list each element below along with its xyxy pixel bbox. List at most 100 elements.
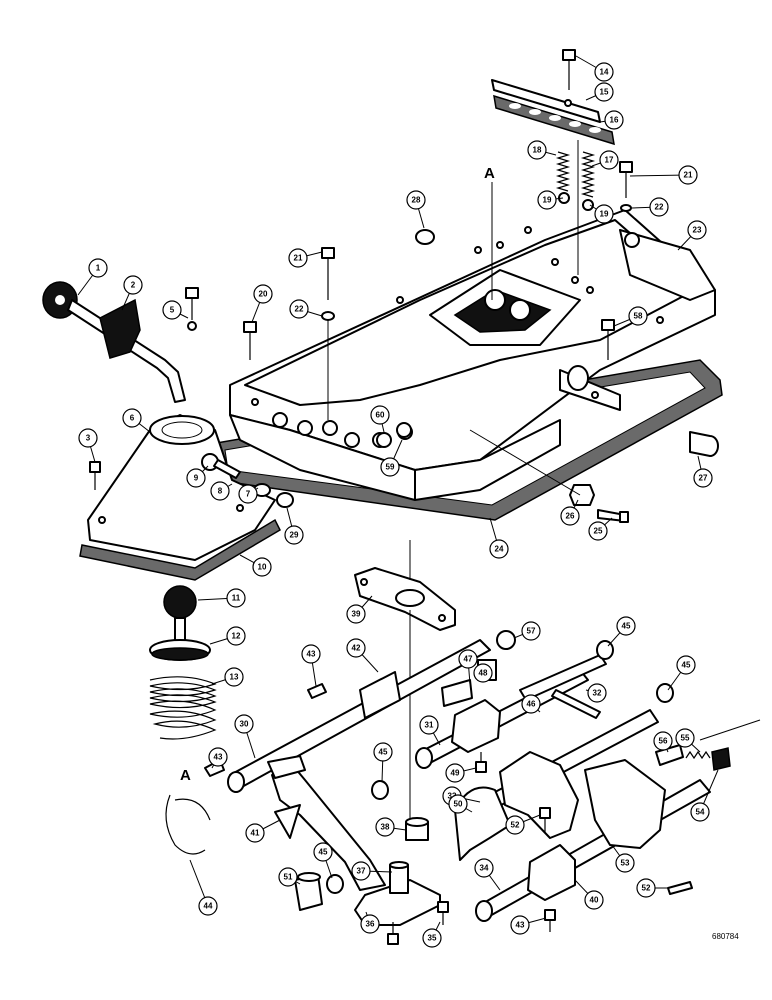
svg-text:44: 44 xyxy=(204,902,213,911)
svg-text:60: 60 xyxy=(376,411,385,420)
svg-text:14: 14 xyxy=(600,68,609,77)
callout-labels: 1235678910111213141516171819202122232425… xyxy=(77,55,719,948)
svg-text:34: 34 xyxy=(480,864,489,873)
callout-42: 42 xyxy=(346,638,379,673)
callout-53: 53 xyxy=(611,844,635,873)
svg-text:1: 1 xyxy=(96,264,101,273)
svg-text:56: 56 xyxy=(659,737,668,746)
svg-text:45: 45 xyxy=(682,661,691,670)
callout-12: 12 xyxy=(209,626,246,646)
callout-45-alt: 45 xyxy=(667,655,696,691)
svg-text:8: 8 xyxy=(218,487,223,496)
callout-14: 14 xyxy=(575,55,614,82)
svg-text:35: 35 xyxy=(428,934,437,943)
callout-57: 57 xyxy=(513,621,541,641)
svg-text:15: 15 xyxy=(600,88,609,97)
callout-16: 16 xyxy=(599,110,624,130)
svg-text:10: 10 xyxy=(258,563,267,572)
svg-text:28: 28 xyxy=(412,196,421,205)
svg-text:41: 41 xyxy=(251,829,260,838)
section-letter-a-top: A xyxy=(484,165,495,182)
callout-9: 9 xyxy=(186,465,209,488)
callout-35: 35 xyxy=(422,921,442,948)
svg-text:23: 23 xyxy=(693,226,702,235)
callout-17: 17 xyxy=(591,150,619,170)
svg-text:21: 21 xyxy=(294,254,303,263)
callout-26: 26 xyxy=(560,499,580,526)
section-letter-a-bottom: A xyxy=(180,767,191,784)
svg-text:40: 40 xyxy=(590,896,599,905)
callout-22: 22 xyxy=(631,197,669,217)
callout-21-alt: 21 xyxy=(288,248,323,268)
callout-43-alt: 43 xyxy=(208,747,228,769)
callout-28: 28 xyxy=(406,190,426,229)
svg-text:31: 31 xyxy=(425,721,434,730)
callout-10: 10 xyxy=(239,554,272,577)
svg-text:50: 50 xyxy=(454,800,463,809)
callout-43: 43 xyxy=(301,644,321,687)
callout-15: 15 xyxy=(585,82,614,102)
callout-1: 1 xyxy=(77,258,108,296)
svg-text:39: 39 xyxy=(352,610,361,619)
callout-39: 39 xyxy=(346,595,373,624)
svg-text:16: 16 xyxy=(610,116,619,125)
callout-30: 30 xyxy=(234,714,256,759)
callout-37: 37 xyxy=(351,861,393,881)
callout-43-alt: 43 xyxy=(510,915,547,935)
callout-58: 58 xyxy=(613,306,648,327)
callout-21: 21 xyxy=(629,165,698,185)
callout-36: 36 xyxy=(360,911,380,934)
callout-54: 54 xyxy=(690,769,719,822)
callout-31: 31 xyxy=(419,715,441,746)
callout-18: 18 xyxy=(527,140,557,160)
svg-text:27: 27 xyxy=(699,474,708,483)
svg-text:52: 52 xyxy=(642,884,651,893)
callout-48: 48 xyxy=(473,663,493,683)
svg-text:54: 54 xyxy=(696,808,705,817)
svg-text:30: 30 xyxy=(240,720,249,729)
svg-text:48: 48 xyxy=(479,669,488,678)
callout-7: 7 xyxy=(238,484,259,504)
svg-text:9: 9 xyxy=(194,474,199,483)
svg-text:52: 52 xyxy=(511,821,520,830)
callout-20: 20 xyxy=(251,284,273,323)
callout-51: 51 xyxy=(278,867,301,887)
svg-text:43: 43 xyxy=(516,921,525,930)
svg-text:19: 19 xyxy=(600,210,609,219)
callout-46: 46 xyxy=(521,694,541,714)
callout-19: 19 xyxy=(537,190,564,210)
callout-2: 2 xyxy=(121,275,143,311)
callout-52: 52 xyxy=(505,814,541,835)
svg-text:17: 17 xyxy=(605,156,614,165)
callout-60: 60 xyxy=(370,405,390,433)
callout-45-alt: 45 xyxy=(373,742,393,783)
svg-text:2: 2 xyxy=(131,281,136,290)
callout-11: 11 xyxy=(197,588,246,608)
svg-text:36: 36 xyxy=(366,920,375,929)
svg-text:22: 22 xyxy=(295,305,304,314)
callout-25: 25 xyxy=(588,517,613,541)
svg-text:12: 12 xyxy=(232,632,241,641)
callout-32: 32 xyxy=(585,683,607,703)
svg-text:7: 7 xyxy=(246,490,251,499)
svg-text:5: 5 xyxy=(170,306,175,315)
svg-text:53: 53 xyxy=(621,859,630,868)
callout-5: 5 xyxy=(162,300,189,320)
svg-text:51: 51 xyxy=(284,873,293,882)
svg-text:58: 58 xyxy=(634,312,643,321)
callout-47: 47 xyxy=(458,649,478,685)
callout-19-alt: 19 xyxy=(589,204,614,224)
callout-44: 44 xyxy=(189,859,218,916)
svg-text:18: 18 xyxy=(533,146,542,155)
callout-52-alt: 52 xyxy=(636,878,668,898)
callout-3: 3 xyxy=(78,428,98,463)
left-bolts xyxy=(243,247,719,523)
svg-text:19: 19 xyxy=(543,196,552,205)
svg-text:45: 45 xyxy=(622,622,631,631)
svg-text:49: 49 xyxy=(451,769,460,778)
drawing-number: 680784 xyxy=(712,932,739,941)
callout-45-alt: 45 xyxy=(313,842,333,879)
svg-text:29: 29 xyxy=(290,531,299,540)
svg-text:21: 21 xyxy=(684,171,693,180)
shift-rails-and-forks xyxy=(204,540,761,945)
